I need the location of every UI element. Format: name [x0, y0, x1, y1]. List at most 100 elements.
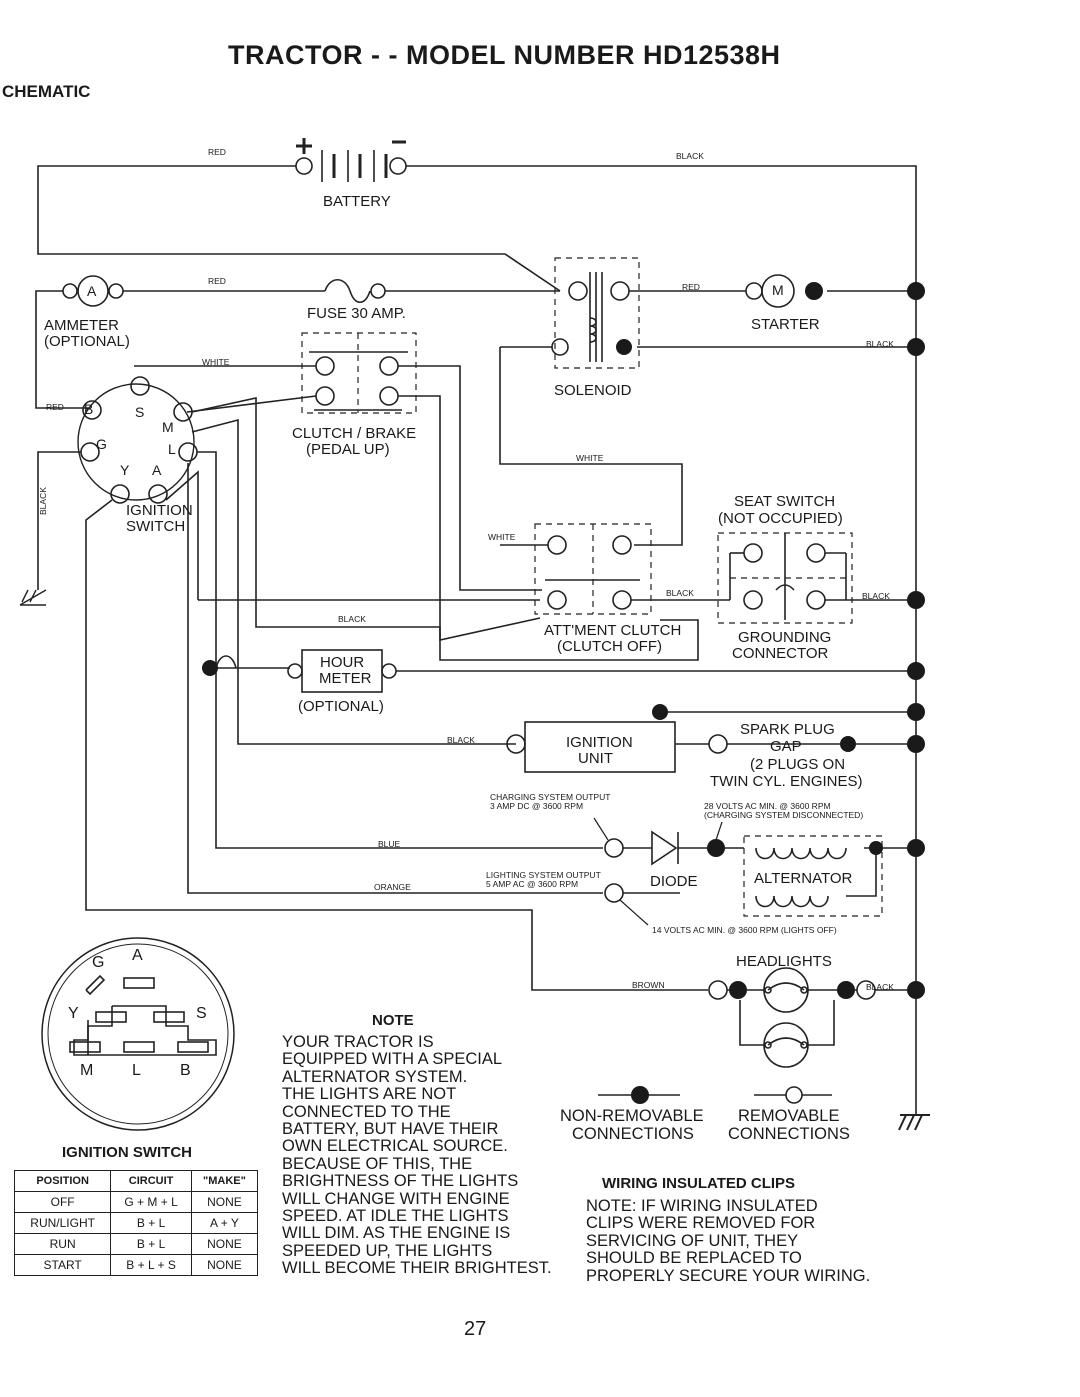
isw-letter-g: G: [92, 954, 105, 971]
volts28-note-1: 28 VOLTS AC MIN. @ 3600 RPM: [704, 801, 831, 811]
terminal-b: B: [84, 401, 94, 417]
legend-removable-1: REMOVABLE: [738, 1107, 840, 1125]
note-line: SPEED. AT IDLE THE LIGHTS: [282, 1207, 509, 1226]
spark-plug-label-4: TWIN CYL. ENGINES): [710, 773, 863, 790]
wire-label-black-headlight: BLACK: [866, 982, 894, 992]
note-line: BECAUSE OF THIS, THE: [282, 1154, 473, 1173]
wire-label-black-ground: BLACK: [38, 487, 48, 515]
note-line: THE LIGHTS ARE NOT: [282, 1085, 457, 1104]
hour-meter-label-1: HOUR: [320, 654, 365, 671]
section-subtitle: CHEMATIC: [2, 82, 91, 101]
ammeter-optional-label: (OPTIONAL): [44, 333, 130, 350]
note-body: YOUR TRACTOR IS EQUIPPED WITH A SPECIAL …: [282, 1033, 552, 1278]
ammeter-a-label: A: [87, 283, 97, 299]
wire-label-black-ign-unit: BLACK: [447, 735, 475, 745]
wire-label-black-att: BLACK: [666, 588, 694, 598]
charging-note-1: CHARGING SYSTEM OUTPUT: [490, 792, 611, 802]
clutch-brake-label: CLUTCH / BRAKE: [292, 425, 417, 442]
wire-label-white-clutch: WHITE: [202, 357, 230, 367]
note-line: BATTERY, BUT HAVE THEIR: [282, 1120, 499, 1139]
ignition-switch-label-2: SWITCH: [126, 518, 186, 535]
table-cell: NONE: [190, 1191, 259, 1213]
table-header: POSITION: [13, 1170, 112, 1192]
wire-label-black-hour: BLACK: [338, 614, 366, 624]
ignition-switch-table: POSITION CIRCUIT "MAKE" OFF G + M + L NO…: [13, 1170, 259, 1276]
starter-label: STARTER: [751, 316, 820, 333]
note-title: NOTE: [372, 1012, 414, 1029]
ignition-switch-label-1: IGNITION: [126, 502, 193, 519]
table-cell: NONE: [190, 1233, 259, 1255]
clips-body: NOTE: IF WIRING INSULATED CLIPS WERE REM…: [586, 1197, 871, 1285]
diode-label: DIODE: [650, 873, 698, 890]
legend-non-removable-2: CONNECTIONS: [572, 1125, 694, 1143]
clips-line: NOTE: IF WIRING INSULATED: [586, 1197, 818, 1215]
ammeter-symbol: [77, 275, 109, 307]
wire-label-red-ign: RED: [46, 402, 64, 412]
grounding-label: GROUNDING: [738, 629, 832, 646]
connector-label: CONNECTOR: [732, 645, 829, 662]
volts14-note: 14 VOLTS AC MIN. @ 3600 RPM (LIGHTS OFF): [652, 925, 837, 935]
headlights-label: HEADLIGHTS: [736, 953, 832, 970]
isw-letter-l: L: [132, 1062, 141, 1079]
wire-label-black-seat: BLACK: [862, 591, 890, 601]
legend-removable-2: CONNECTIONS: [728, 1125, 850, 1143]
pedal-up-label: (PEDAL UP): [306, 441, 390, 458]
wire-label-black-starter: BLACK: [866, 339, 894, 349]
legend-non-removable-1: NON-REMOVABLE: [560, 1107, 704, 1125]
wire-label-red-battery: RED: [208, 147, 226, 157]
terminal-g: G: [96, 436, 107, 452]
fuse-label: FUSE 30 AMP.: [307, 305, 406, 322]
battery-symbol: [295, 138, 407, 182]
table-cell: A + Y: [190, 1212, 259, 1234]
black-battery-ground-wire: [406, 165, 917, 1115]
clutch-off-label: (CLUTCH OFF): [557, 638, 662, 655]
table-cell: OFF: [13, 1191, 112, 1213]
isw-letter-b: B: [180, 1062, 191, 1079]
battery-label: BATTERY: [323, 193, 391, 210]
red-battery-wire: [37, 165, 561, 292]
clips-line: SHOULD BE REPLACED TO: [586, 1249, 802, 1268]
ignition-switch-title: IGNITION SWITCH: [62, 1144, 192, 1161]
table-cell: B + L + S: [110, 1254, 192, 1276]
not-occupied-label: (NOT OCCUPIED): [718, 510, 843, 527]
table-cell: NONE: [190, 1254, 259, 1276]
wire-label-orange: ORANGE: [374, 882, 411, 892]
wire-label-red-ammeter: RED: [208, 276, 226, 286]
charging-note-2: 3 AMP DC @ 3600 RPM: [490, 801, 584, 811]
note-line: ALTERNATOR SYSTEM.: [282, 1067, 468, 1086]
isw-letter-s: S: [196, 1005, 207, 1022]
attment-clutch-label: ATT'MENT CLUTCH: [544, 622, 682, 639]
spark-plug-label-2: GAP: [770, 738, 802, 755]
volts28-note-2: (CHARGING SYSTEM DISCONNECTED): [704, 810, 864, 820]
lighting-note-2: 5 AMP AC @ 3600 RPM: [486, 879, 579, 889]
terminal-s: S: [135, 404, 145, 420]
solenoid-label: SOLENOID: [554, 382, 632, 399]
note-line: SPEEDED UP, THE LIGHTS: [282, 1241, 493, 1260]
wire-label-black-battery: BLACK: [676, 151, 704, 161]
terminal-m: M: [162, 419, 174, 435]
wire-label-blue: BLUE: [378, 839, 401, 849]
page-number: 27: [464, 1318, 487, 1340]
clips-title: WIRING INSULATED CLIPS: [602, 1175, 796, 1192]
note-line: EQUIPPED WITH A SPECIAL: [282, 1050, 503, 1069]
terminal-l: L: [168, 441, 176, 457]
table-cell: B + L: [110, 1233, 192, 1255]
table-header: CIRCUIT: [110, 1170, 192, 1192]
terminal-y: Y: [120, 462, 130, 478]
note-line: WILL CHANGE WITH ENGINE: [282, 1189, 510, 1208]
ignition-unit-label-1: IGNITION: [566, 734, 633, 751]
isw-letter-a: A: [132, 947, 143, 964]
table-cell: RUN/LIGHT: [13, 1212, 112, 1234]
table-cell: START: [13, 1254, 112, 1276]
note-line: YOUR TRACTOR IS: [282, 1033, 434, 1051]
spark-plug-label-1: SPARK PLUG: [740, 721, 835, 738]
isw-letter-m: M: [80, 1062, 94, 1079]
table-cell: B + L: [110, 1212, 192, 1234]
note-line: WILL BECOME THEIR BRIGHTEST.: [282, 1259, 552, 1278]
note-line: OWN ELECTRICAL SOURCE.: [282, 1137, 508, 1156]
clips-line: PROPERLY SECURE YOUR WIRING.: [586, 1266, 871, 1285]
non-removable-connections: [202, 282, 925, 1104]
seat-switch-label: SEAT SWITCH: [734, 493, 836, 510]
wire-label-brown: BROWN: [632, 980, 665, 990]
table-row: RUN B + L NONE: [13, 1233, 259, 1255]
